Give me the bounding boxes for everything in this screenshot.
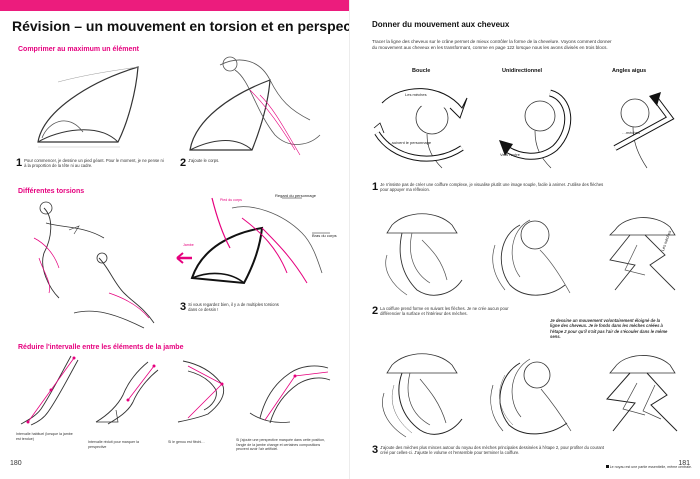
figure-hair-angles — [595, 205, 690, 305]
column-head-unidirectionnel: Unidirectionnel — [502, 68, 543, 74]
label-pied: Pied du corps — [220, 198, 242, 202]
figure-leg-straight — [16, 354, 86, 426]
caption-text: Si vous regardez bien, il y a de multipl… — [188, 302, 279, 313]
caption-step-1: 1 Pour commencer, je dessine un pied géa… — [16, 158, 166, 169]
figure-knee-bent — [168, 356, 240, 426]
caption-text: J'ajoute le corps. — [188, 158, 220, 163]
figure-knee-perspective — [240, 358, 335, 430]
page-number-right: 181 — [678, 460, 690, 467]
leg-caption-1: Intervalle habituel (lorsque la jambe es… — [16, 432, 73, 441]
figure-hair-final-boucle — [372, 345, 472, 440]
figure-torsion-diagram — [172, 188, 337, 298]
leg-caption-2: Intervalle réduit pour marquer la perspe… — [88, 440, 139, 449]
figure-giant-foot — [28, 62, 158, 157]
label-regard: Regard du personnage — [275, 193, 316, 198]
footnote: Le noyau est une partie essentielle, mêm… — [605, 465, 692, 469]
caption-step-3: 3 Si vous regardez bien, il y a de multi… — [180, 302, 280, 313]
arrow-label-1: Les mèches — [405, 92, 427, 97]
figure-hair-unidirectional — [485, 205, 580, 305]
section-title-compress: Comprimer au maximum un élément — [18, 46, 139, 53]
figure-hair-boucle — [372, 205, 472, 305]
page-title: Révision – un mouvement en torsion et en… — [12, 18, 376, 34]
section-title-torsions: Différentes torsions — [18, 188, 85, 195]
caption-text: J'ajoute des mèches plus minces autour d… — [380, 445, 605, 456]
label-jambe: Jambe — [183, 243, 194, 247]
figure-arrows-boucle — [372, 78, 472, 173]
figure-hair-final-unidirectional — [485, 345, 580, 440]
leg-caption-4: Si j'ajoute une perspective marquée dans… — [236, 438, 325, 452]
right-page-heading: Donner du mouvement aux cheveux — [372, 20, 510, 29]
caption-hair-step-2: 2 La coiffure prend forme en suivant les… — [372, 306, 522, 317]
step-number: 2 — [180, 157, 187, 169]
column-head-angles: Angles aigus — [612, 68, 647, 74]
step-number: 2 — [372, 305, 379, 317]
caption-step-2: 2 J'ajoute le corps. — [180, 157, 330, 169]
square-bullet-icon — [605, 465, 609, 468]
caption-hair-step-3: 3 J'ajoute des mèches plus minces autour… — [372, 445, 612, 456]
step-number: 1 — [16, 157, 23, 169]
figure-twisting-bodies — [14, 198, 164, 336]
caption-text: La coiffure prend forme en suivant les f… — [380, 306, 509, 317]
label-bras: Bras du corps — [312, 233, 337, 238]
leg-caption-3: Si le genou est fléchi… — [168, 440, 205, 444]
caption-text: Pour commencer, je dessine un pied géant… — [24, 158, 164, 169]
caption-hair-step-1: 1 Je n'insiste pas de créer une coiffure… — [372, 182, 612, 193]
figure-foot-with-body — [180, 50, 330, 160]
figure-leg-perspective — [88, 360, 166, 426]
step-number: 3 — [372, 444, 379, 456]
column-head-boucle: Boucle — [412, 68, 431, 74]
arrow-label-3: Vers l'autre — [500, 152, 520, 157]
figure-arrows-angles — [595, 78, 690, 173]
page-number-left: 180 — [10, 460, 22, 467]
top-color-bar — [0, 0, 350, 11]
side-note: Je dessine un mouvement volontairement é… — [550, 318, 668, 340]
right-page: Donner du mouvement aux cheveux Tracer l… — [350, 0, 700, 479]
section-title-leg: Réduire l'intervalle entre les éléments … — [18, 344, 184, 351]
arrow-label-2: …suivent le personnage — [388, 140, 432, 145]
step-number: 3 — [180, 301, 187, 313]
figure-arrows-unidirectional — [485, 78, 580, 173]
right-intro-text: Tracer la ligne des cheveux sur le crâne… — [372, 38, 612, 50]
caption-text: Je n'insiste pas de créer une coiffure c… — [380, 182, 604, 193]
top-color-bar-right — [350, 0, 700, 11]
left-page: Révision – un mouvement en torsion et en… — [0, 0, 376, 467]
figure-hair-final-angles — [595, 345, 690, 440]
step-number: 1 — [372, 181, 379, 193]
arrow-label-4: …mèches — [622, 130, 641, 135]
footnote-text: Le noyau est une partie essentielle, mêm… — [609, 465, 692, 469]
